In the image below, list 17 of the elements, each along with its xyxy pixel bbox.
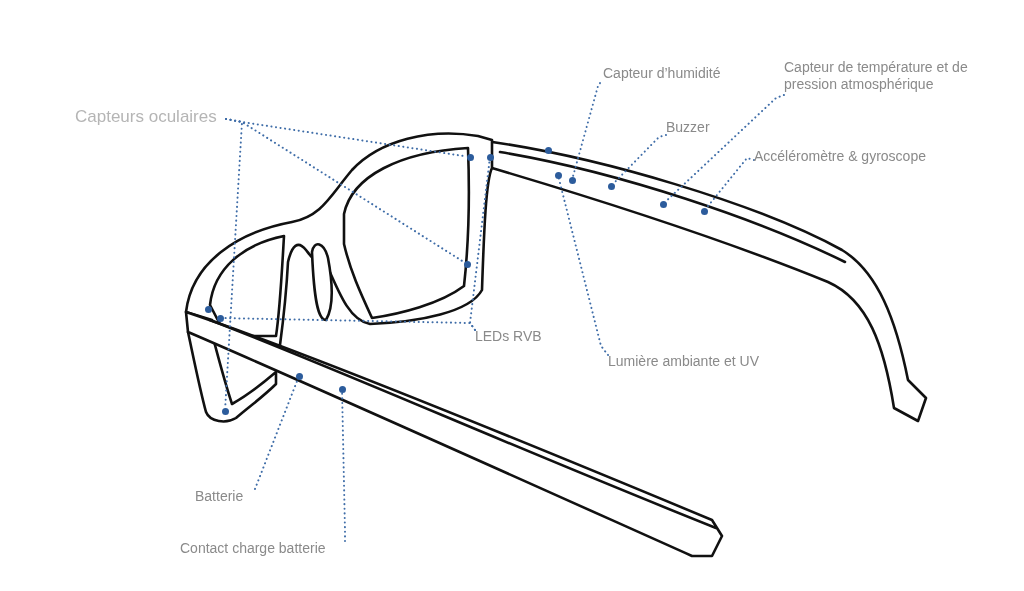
callout-label: Capteur d’humidité	[603, 65, 721, 82]
callout-label: Capteurs oculaires	[75, 107, 217, 127]
callout-label: LEDs RVB	[475, 328, 542, 345]
callout-label: Contact charge batterie	[180, 540, 326, 557]
callout-label: Buzzer	[666, 119, 710, 136]
leader-line	[341, 391, 346, 542]
callout-label: Accéléromètre & gyroscope	[754, 148, 926, 165]
callout-label: Capteur de température et de pression atmosphérique	[784, 59, 969, 93]
leader-line	[254, 378, 299, 490]
leader-line	[557, 177, 609, 356]
leader-line	[571, 82, 601, 178]
leader-line	[664, 94, 785, 203]
leader-line	[222, 317, 476, 331]
callout-label: Batterie	[195, 488, 244, 505]
leader-line	[612, 134, 667, 185]
callout-label: Lumière ambiante et UV	[608, 353, 759, 370]
leader-line	[705, 156, 755, 210]
